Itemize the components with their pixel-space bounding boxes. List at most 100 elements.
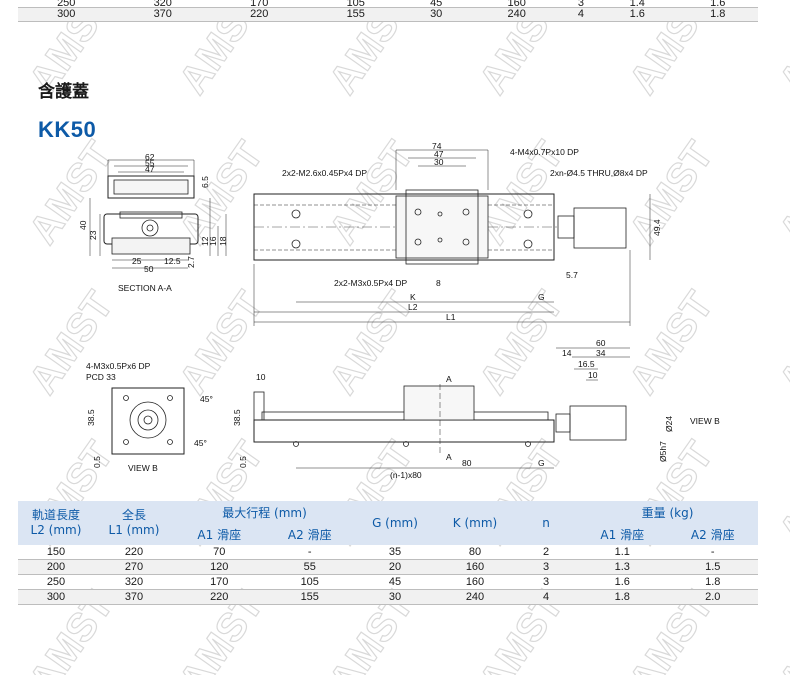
cut-a-top: A [446, 374, 452, 384]
table-cell: 30 [355, 589, 435, 605]
dim-g-plan: G [538, 292, 545, 302]
table-cell: 160 [465, 576, 485, 588]
dim-8: 8 [436, 278, 441, 288]
dim-74: 74 [432, 141, 442, 151]
table-cell: 105 [300, 576, 319, 588]
header-stroke-a2: A2 滑座 [264, 523, 355, 545]
table-cell: 370 [114, 7, 211, 22]
header-rail-length: 軌道長度 L2 (mm) [18, 501, 94, 545]
dim-12-5: 12.5 [164, 256, 181, 266]
dim-2-7: 2.7 [186, 256, 196, 268]
table-cell: 120 [174, 559, 265, 575]
dim-38-5-side: 38.5 [232, 409, 242, 426]
table-cell: 320 [114, 0, 211, 8]
table-cell: 45 [404, 0, 469, 8]
dim-0-5-end: 0.5 [92, 456, 102, 468]
dim-80: 80 [462, 458, 472, 468]
table-cell: 155 [307, 7, 404, 22]
dim-g-side: G [538, 458, 545, 468]
dim-62: 62 [145, 152, 155, 162]
dim-l1: L1 [446, 312, 456, 322]
header-max-stroke: 最大行程 (mm) [174, 501, 355, 523]
table-cell: 160 [435, 559, 515, 575]
view-b-label: VIEW B [128, 463, 158, 473]
dim-12: 12 [200, 236, 210, 246]
table-cell: 55 [264, 559, 355, 575]
section-view: 62 55 47 6.5 40 23 12 16 18 2.7 25 12.5 … [78, 152, 228, 293]
table-cell: 250 [46, 576, 66, 588]
table-cell: 80 [468, 546, 482, 558]
dim-49-4: 49.4 [652, 219, 662, 236]
table-cell: 220 [211, 7, 308, 22]
header-g: G (mm) [355, 501, 435, 545]
table-cell: 30 [404, 7, 469, 22]
dim-18: 18 [218, 236, 228, 246]
table-cell: 320 [124, 576, 144, 588]
technical-drawing: 62 55 47 6.5 40 23 12 16 18 2.7 25 12.5 … [78, 141, 720, 480]
header-k: K (mm) [435, 501, 515, 545]
table-cell: 3 [542, 576, 550, 588]
dim-5-7: 5.7 [566, 270, 578, 280]
dim-16-5: 16.5 [578, 359, 595, 369]
hole-note-thru: 2xn-Ø4.5 THRU,Ø8x4 DP [550, 168, 648, 178]
table-cell: 2 [542, 546, 550, 558]
section-heading: 含護蓋 [38, 82, 89, 102]
dim-10-side-b: 10 [588, 370, 598, 380]
table-cell: 3 [515, 559, 577, 575]
header-total-length: 全長 L1 (mm) [94, 501, 174, 545]
table-cell: 250 [18, 0, 115, 8]
dim-n-80: (n-1)x80 [390, 470, 422, 480]
table-cell: 1.6 [614, 576, 630, 588]
table-cell: 1.8 [705, 576, 721, 588]
angle-45-bottom: 45° [194, 438, 207, 448]
table-cell: 240 [468, 7, 565, 22]
table-cell: 45 [388, 576, 402, 588]
header-weight-a2: A2 滑座 [667, 523, 758, 545]
side-view: 10 38.5 0.5 A A (n-1)x80 80 G 60 14 34 1… [232, 338, 720, 480]
dim-0-5-side: 0.5 [238, 456, 248, 468]
table-cell: 150 [46, 546, 66, 558]
dim-16: 16 [208, 236, 218, 246]
table-cell: 3 [564, 0, 598, 8]
table-cell: 1.4 [597, 0, 678, 8]
table-cell: 160 [468, 0, 565, 8]
table-cell: 1.3 [577, 559, 668, 575]
dim-30: 30 [434, 157, 444, 167]
table-cell: 1.6 [677, 0, 758, 8]
table-cell: 4 [515, 589, 577, 605]
section-a-a-label: SECTION A-A [118, 283, 172, 293]
model-title: KK50 [38, 117, 97, 142]
angle-45-top: 45° [200, 394, 213, 404]
dim-25: 25 [132, 256, 142, 266]
dim-10-side: 10 [256, 372, 266, 382]
table-cell: 270 [94, 559, 174, 575]
hole-note-m4: 4-M4x0.7Px10 DP [510, 147, 579, 157]
table-row: 250 320 170 105 45 160 3 1.6 1.8 [18, 575, 758, 590]
dim-55: 55 [145, 158, 155, 168]
end-view: 4-M3x0.5Px6 DP PCD 33 38.5 0.5 45° 45° V… [86, 361, 213, 473]
header-n: n [515, 501, 577, 545]
dim-6-5: 6.5 [200, 176, 210, 188]
dim-47-plan: 47 [434, 149, 444, 159]
table-cell: 155 [264, 589, 355, 605]
hole-note-m3: 2x2-M3x0.5Px4 DP [334, 278, 408, 288]
dim-k: K [410, 292, 416, 302]
dim-40: 40 [78, 220, 88, 230]
dim-34: 34 [596, 348, 606, 358]
table-cell: 1.8 [577, 589, 668, 605]
table-cell: 300 [18, 7, 115, 22]
table-cell: 170 [210, 576, 229, 588]
pcd-label: PCD 33 [86, 372, 116, 382]
table-cell: 220 [174, 589, 265, 605]
table-cell: - [710, 546, 715, 558]
table-cell: 70 [213, 546, 226, 558]
dim-d24: Ø24 [664, 416, 674, 432]
table-cell: 2.0 [667, 589, 758, 605]
table-cell: 105 [307, 0, 404, 8]
